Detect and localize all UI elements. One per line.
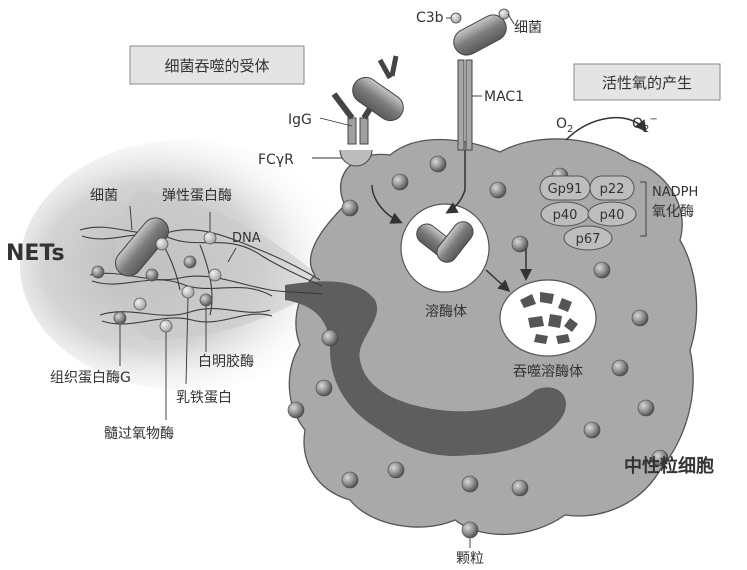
lysosome-label: 溶酶体 bbox=[425, 304, 467, 320]
myeloperoxidase-label: 髓过氧物酶 bbox=[104, 426, 174, 442]
dna-label: DNA bbox=[232, 231, 261, 246]
cathepsin-g-label: 组织蛋白酶G bbox=[50, 370, 131, 386]
nets-label: NETs bbox=[6, 241, 65, 266]
neutrophil-label: 中性粒细胞 bbox=[624, 455, 714, 477]
elastase-label: 弹性蛋白酶 bbox=[162, 188, 232, 204]
superoxide-label: O2− bbox=[632, 114, 658, 135]
oxidase-label: 氧化酶 bbox=[652, 204, 694, 220]
o2-label: O2 bbox=[556, 116, 573, 135]
nadph-subunit-p67: p67 bbox=[576, 232, 601, 247]
lactoferrin-label: 乳铁蛋白 bbox=[176, 390, 232, 406]
phagocytosis-title: 细菌吞噬的受体 bbox=[164, 57, 269, 75]
nadph-subunit-p22: p22 bbox=[600, 182, 625, 197]
granule-label: 颗粒 bbox=[456, 551, 484, 567]
nadph-subunit-p40-b: p40 bbox=[600, 208, 625, 223]
lysosome bbox=[401, 204, 489, 292]
mac1-receptor bbox=[458, 60, 472, 150]
ros-title: 活性氧的产生 bbox=[602, 74, 692, 92]
gelatinase-label: 白明胶酶 bbox=[198, 353, 254, 370]
igg-label: IgG bbox=[288, 112, 312, 128]
nadph-label: NADPH bbox=[652, 185, 698, 200]
igg-antibody bbox=[380, 56, 396, 78]
top-bacterium-label: 细菌 bbox=[514, 20, 542, 36]
igg-bound-bacterium bbox=[348, 72, 409, 125]
nadph-subunit-p40-a: p40 bbox=[553, 208, 578, 223]
nadph-subunit-gp91: Gp91 bbox=[548, 182, 583, 197]
phagolysosome-label: 吞噬溶酶体 bbox=[513, 364, 583, 380]
phagolysosome bbox=[500, 280, 596, 356]
c3b-label: C3b bbox=[416, 10, 444, 26]
mac1-label: MAC1 bbox=[484, 89, 524, 105]
net-bacterium-label: 细菌 bbox=[90, 188, 118, 204]
fcgr-label: FCγR bbox=[258, 152, 294, 168]
